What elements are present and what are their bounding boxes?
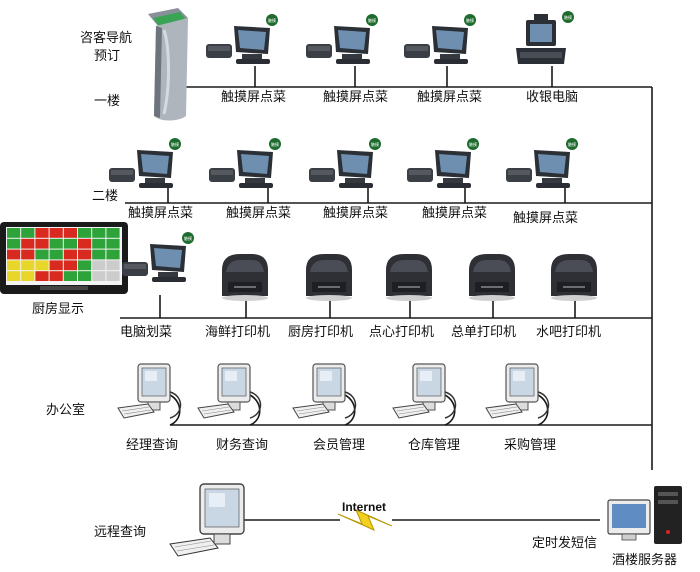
floor1-item-label: 触摸屏点菜 xyxy=(323,90,389,105)
printer-label: 点心打印机 xyxy=(369,325,435,340)
kitchen-screen-cell xyxy=(7,249,21,260)
kitchen-screen-cell xyxy=(78,271,92,281)
internet-label: Internet xyxy=(342,500,387,514)
printer-label: 海鲜打印机 xyxy=(205,325,271,340)
office-item-label: 财务查询 xyxy=(216,438,269,453)
kitchen-screen-cell xyxy=(49,249,63,260)
kiosk-label-1: 咨客导航 xyxy=(80,31,133,46)
kitchen-screen-cell xyxy=(106,260,120,271)
floor1-item-label: 触摸屏点菜 xyxy=(417,90,483,105)
pc-dispatch-pos-icon xyxy=(122,232,194,282)
floor2-item-label: 触摸屏点菜 xyxy=(513,211,579,226)
office-item-label: 仓库管理 xyxy=(408,438,461,453)
floor2-pos-icon xyxy=(309,138,381,188)
kitchen-screen-cell xyxy=(78,228,92,238)
kiosk-icon xyxy=(148,8,188,121)
kitchen-screen-cell xyxy=(106,271,120,281)
office-pc-icon xyxy=(485,363,550,419)
kitchen-screen-cell xyxy=(7,260,21,271)
floor2-item-label: 触摸屏点菜 xyxy=(422,206,488,221)
kitchen-screen-cell xyxy=(35,238,49,249)
office-item-label: 会员管理 xyxy=(313,438,366,453)
kitchen-screen-cell xyxy=(49,260,63,271)
server-label: 酒楼服务器 xyxy=(612,553,678,568)
printer-label: 厨房打印机 xyxy=(288,325,354,340)
kitchen-screen-cell xyxy=(63,249,77,260)
office-item-label: 经理查询 xyxy=(126,438,179,453)
printer-icon xyxy=(222,254,268,301)
printer-icon xyxy=(386,254,432,301)
kitchen-screen-cell xyxy=(106,238,120,249)
kitchen-screen-cell xyxy=(7,271,21,281)
kitchen-screen-cell xyxy=(78,249,92,260)
kitchen-display-icon xyxy=(0,222,128,294)
kitchen-screen-cell xyxy=(7,228,21,238)
remote-pc-icon xyxy=(169,483,245,557)
kitchen-screen-cell xyxy=(92,228,106,238)
printer-icon xyxy=(551,254,597,301)
office-pc-icon xyxy=(197,363,262,419)
office-item-label: 采购管理 xyxy=(504,438,557,453)
printer-label: 总单打印机 xyxy=(451,325,517,340)
kitchen-screen-cell xyxy=(92,238,106,249)
kitchen-screen-cell xyxy=(63,228,77,238)
floor2-pos-icon xyxy=(506,138,578,188)
cash-register-icon: 触摸 xyxy=(516,11,574,64)
kitchen-screen-cell xyxy=(35,260,49,271)
office-pc-icon xyxy=(392,363,457,419)
floor1-pos-icon xyxy=(404,14,476,64)
office-pc-icon xyxy=(292,363,357,419)
floor2-item-label: 触摸屏点菜 xyxy=(226,206,292,221)
kitchen-screen-cell xyxy=(78,238,92,249)
kitchen-screen-cell xyxy=(35,228,49,238)
kitchen-screen-cell xyxy=(63,260,77,271)
kitchen-screen-cell xyxy=(78,260,92,271)
floor2-pos-icon xyxy=(209,138,281,188)
kitchen-screen-cell xyxy=(49,271,63,281)
kitchen-screen-cell xyxy=(63,271,77,281)
lightning-icon xyxy=(337,509,393,531)
kitchen-display-label: 厨房显示 xyxy=(32,302,85,317)
kitchen-screen-cell xyxy=(106,249,120,260)
kitchen-screen-cell xyxy=(35,249,49,260)
kitchen-screen-cell xyxy=(21,260,35,271)
printer-icon xyxy=(469,254,515,301)
floor2-pos-icon xyxy=(109,138,181,188)
floor1-item-label: 收银电脑 xyxy=(526,90,579,105)
floor2-item-label: 触摸屏点菜 xyxy=(323,206,389,221)
kitchen-screen-cell xyxy=(21,249,35,260)
floor1-item-label: 触摸屏点菜 xyxy=(221,90,287,105)
kitchen-screen-cell xyxy=(92,260,106,271)
floor2-pos-icon xyxy=(407,138,479,188)
floor1-label: 一楼 xyxy=(94,94,121,109)
office-pc-icon xyxy=(117,363,182,419)
kiosk-label-2: 预订 xyxy=(94,49,121,64)
kitchen-screen-cell xyxy=(49,228,63,238)
floor1-pos-icon xyxy=(306,14,378,64)
server-icon xyxy=(607,486,682,544)
kitchen-screen-cell xyxy=(7,238,21,249)
floor2-label: 二楼 xyxy=(92,189,119,204)
kitchen-screen-cell xyxy=(21,228,35,238)
kitchen-screen-cell xyxy=(21,238,35,249)
remote-label: 远程查询 xyxy=(94,525,147,540)
kitchen-screen-cell xyxy=(21,271,35,281)
floor2-item-label: 触摸屏点菜 xyxy=(128,206,194,221)
kitchen-screen-cell xyxy=(106,228,120,238)
pc-dispatch-label: 电脑划菜 xyxy=(120,325,173,340)
svg-text:触摸: 触摸 xyxy=(564,14,572,20)
kitchen-screen-cell xyxy=(35,271,49,281)
sms-label: 定时发短信 xyxy=(532,536,598,551)
kitchen-screen-cell xyxy=(92,249,106,260)
printer-icon xyxy=(306,254,352,301)
printer-label: 水吧打印机 xyxy=(536,325,602,340)
kitchen-screen-cell xyxy=(49,238,63,249)
office-label: 办公室 xyxy=(46,403,86,418)
kitchen-screen-cell xyxy=(63,238,77,249)
kitchen-screen-cell xyxy=(92,271,106,281)
floor1-pos-icon xyxy=(206,14,278,64)
